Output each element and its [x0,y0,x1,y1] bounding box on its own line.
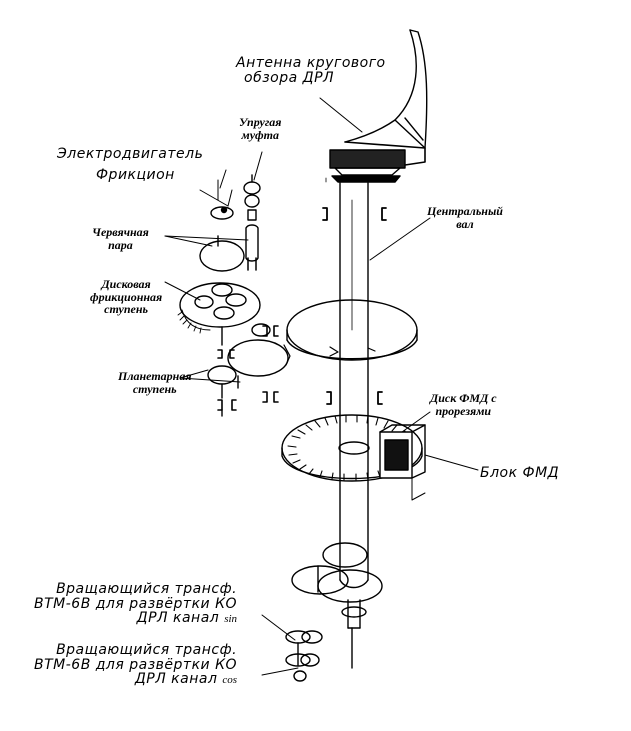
main-gear [286,299,418,361]
shaft-bearings-upper [322,207,387,221]
label-fmd-disk-line1: Диск ФМД с [430,391,497,405]
label-planetary-line1: Планетарная [118,369,192,383]
label-coupling-line2: муфта [241,127,279,142]
central-shaft [325,177,369,589]
label-rt-cos: Вращающийся трансф. ВТМ-6В для развёртки… [34,643,237,687]
fmd-block [379,424,479,501]
shaft-bearings-lower [326,391,383,405]
lower-gears [291,542,383,629]
label-shaft-line1: Центральный [427,204,503,218]
label-fmd-block: Блок ФМД [480,465,560,481]
label-friction: Фрикцион [96,167,175,183]
label-rt-sin-text: ДРЛ канал [136,610,220,627]
label-rt-cos-text: ДРЛ канал [134,671,218,688]
label-disk-line3: ступень [104,302,149,317]
label-disk-stage: Дисковая фрикционная ступень [90,278,162,316]
label-rt-cos-line3: ДРЛ канал cos [34,672,237,687]
label-disk-line1: Дисковая [101,277,151,291]
label-rt-sin-line1: Вращающийся трансф. [56,581,238,597]
label-motor: Электродвигатель [57,146,204,162]
label-antenna-line1: Антенна кругового [236,55,386,71]
label-worm-line1: Червячная [92,225,149,239]
label-planetary-line2: ступень [132,381,177,396]
label-fmd-disk: Диск ФМД с прорезями [430,392,497,417]
antenna-reflector [329,29,428,183]
label-disk-line2: фрикционная [90,289,163,304]
label-rt-sin: Вращающийся трансф. ВТМ-6В для развёртки… [34,582,237,626]
label-worm-line2: пара [108,237,133,252]
label-antenna: Антенна кругового обзора ДРЛ [236,56,386,85]
label-rt-sin-line2: ВТМ-6В для развёртки КО [34,595,238,612]
label-rt-sin-channel: sin [224,613,238,626]
planetary-stage [207,323,291,417]
label-antenna-line2: обзора ДРЛ [244,69,335,86]
label-rt-cos-line1: Вращающийся трансф. [56,642,238,658]
label-fmd-disk-line2: прорезями [435,403,492,418]
disk-friction-stage [177,282,261,334]
label-central-shaft: Центральный вал [427,205,503,230]
label-rt-cos-line2: ВТМ-6В для развёртки КО [34,656,238,673]
rotating-transformer-cos [285,653,320,682]
fmd-slotted-disk [281,414,423,482]
label-worm-pair: Червячная пара [92,226,149,251]
label-rt-cos-channel: cos [222,674,238,687]
motor-train [199,174,261,272]
label-planetary: Планетарная ступень [118,370,192,395]
label-coupling-line1: Упругая [239,115,282,129]
label-shaft-line2: вал [456,216,474,231]
leader-lines [164,97,431,676]
label-coupling: Упругая муфта [239,116,281,141]
label-rt-sin-line3: ДРЛ канал sin [34,611,237,626]
